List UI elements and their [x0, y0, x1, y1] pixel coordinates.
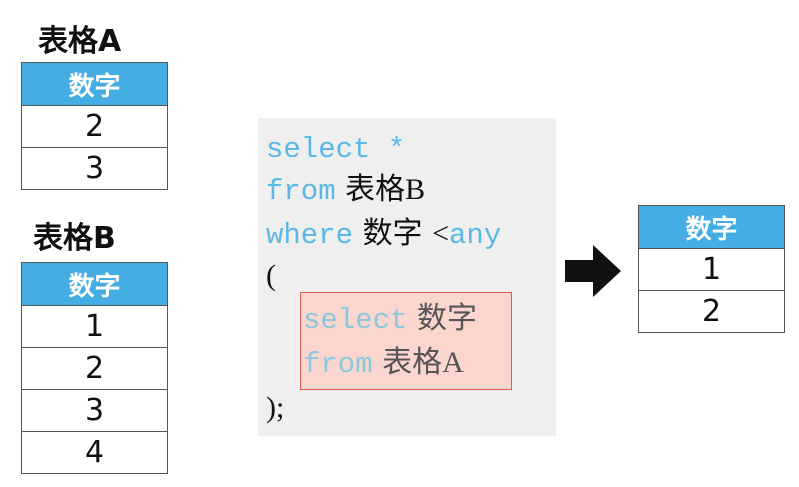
table-name-suffix: B	[405, 173, 426, 206]
keyword-where: where	[266, 219, 354, 252]
table-b-cell: 4	[21, 431, 168, 474]
subquery-keyword-select: select	[303, 304, 408, 337]
keyword-from: from	[266, 175, 336, 208]
close-paren-semicolon: );	[266, 391, 285, 424]
table-a-header: 数字	[21, 62, 168, 106]
table-name: 表格	[345, 172, 406, 207]
subquery-table-name-suffix: A	[442, 346, 464, 379]
table-a-title: 表格A	[38, 24, 122, 59]
subquery-column-name: 数字	[416, 301, 477, 336]
table-b-cell: 3	[21, 389, 168, 432]
result-cell: 2	[638, 290, 785, 333]
table-b: 数字 1 2 3 4	[21, 262, 168, 474]
subquery-table-name: 表格	[382, 345, 443, 380]
subquery-line-select: select 数字	[303, 299, 477, 341]
code-line-from: from 表格B	[266, 170, 425, 212]
code-line-where: where 数字 <any	[266, 214, 501, 256]
subquery-box: select 数字 from 表格A	[300, 292, 512, 390]
code-line-open-paren: (	[266, 256, 276, 296]
result-table: 数字 1 2	[638, 205, 785, 333]
table-b-cell: 1	[21, 305, 168, 348]
result-header: 数字	[638, 205, 785, 249]
column-name: 数字	[362, 216, 423, 251]
table-b-header: 数字	[21, 262, 168, 306]
code-line-close: );	[266, 388, 284, 428]
table-b-cell: 2	[21, 347, 168, 390]
subquery-keyword-from: from	[303, 348, 373, 381]
subquery-line-from: from 表格A	[303, 343, 464, 385]
keyword-any: any	[449, 219, 502, 252]
table-a: 数字 2 3	[21, 62, 168, 190]
open-paren: (	[266, 259, 276, 292]
right-arrow-icon	[565, 245, 621, 297]
table-a-cell: 3	[21, 147, 168, 190]
keyword-select: select *	[266, 133, 406, 166]
table-a-cell: 2	[21, 105, 168, 148]
code-line-select: select *	[266, 128, 405, 170]
result-cell: 1	[638, 248, 785, 291]
sql-code-panel: select * from 表格B where 数字 <any ( select…	[258, 118, 556, 436]
operator: <	[432, 217, 450, 250]
table-b-title: 表格B	[33, 221, 116, 256]
